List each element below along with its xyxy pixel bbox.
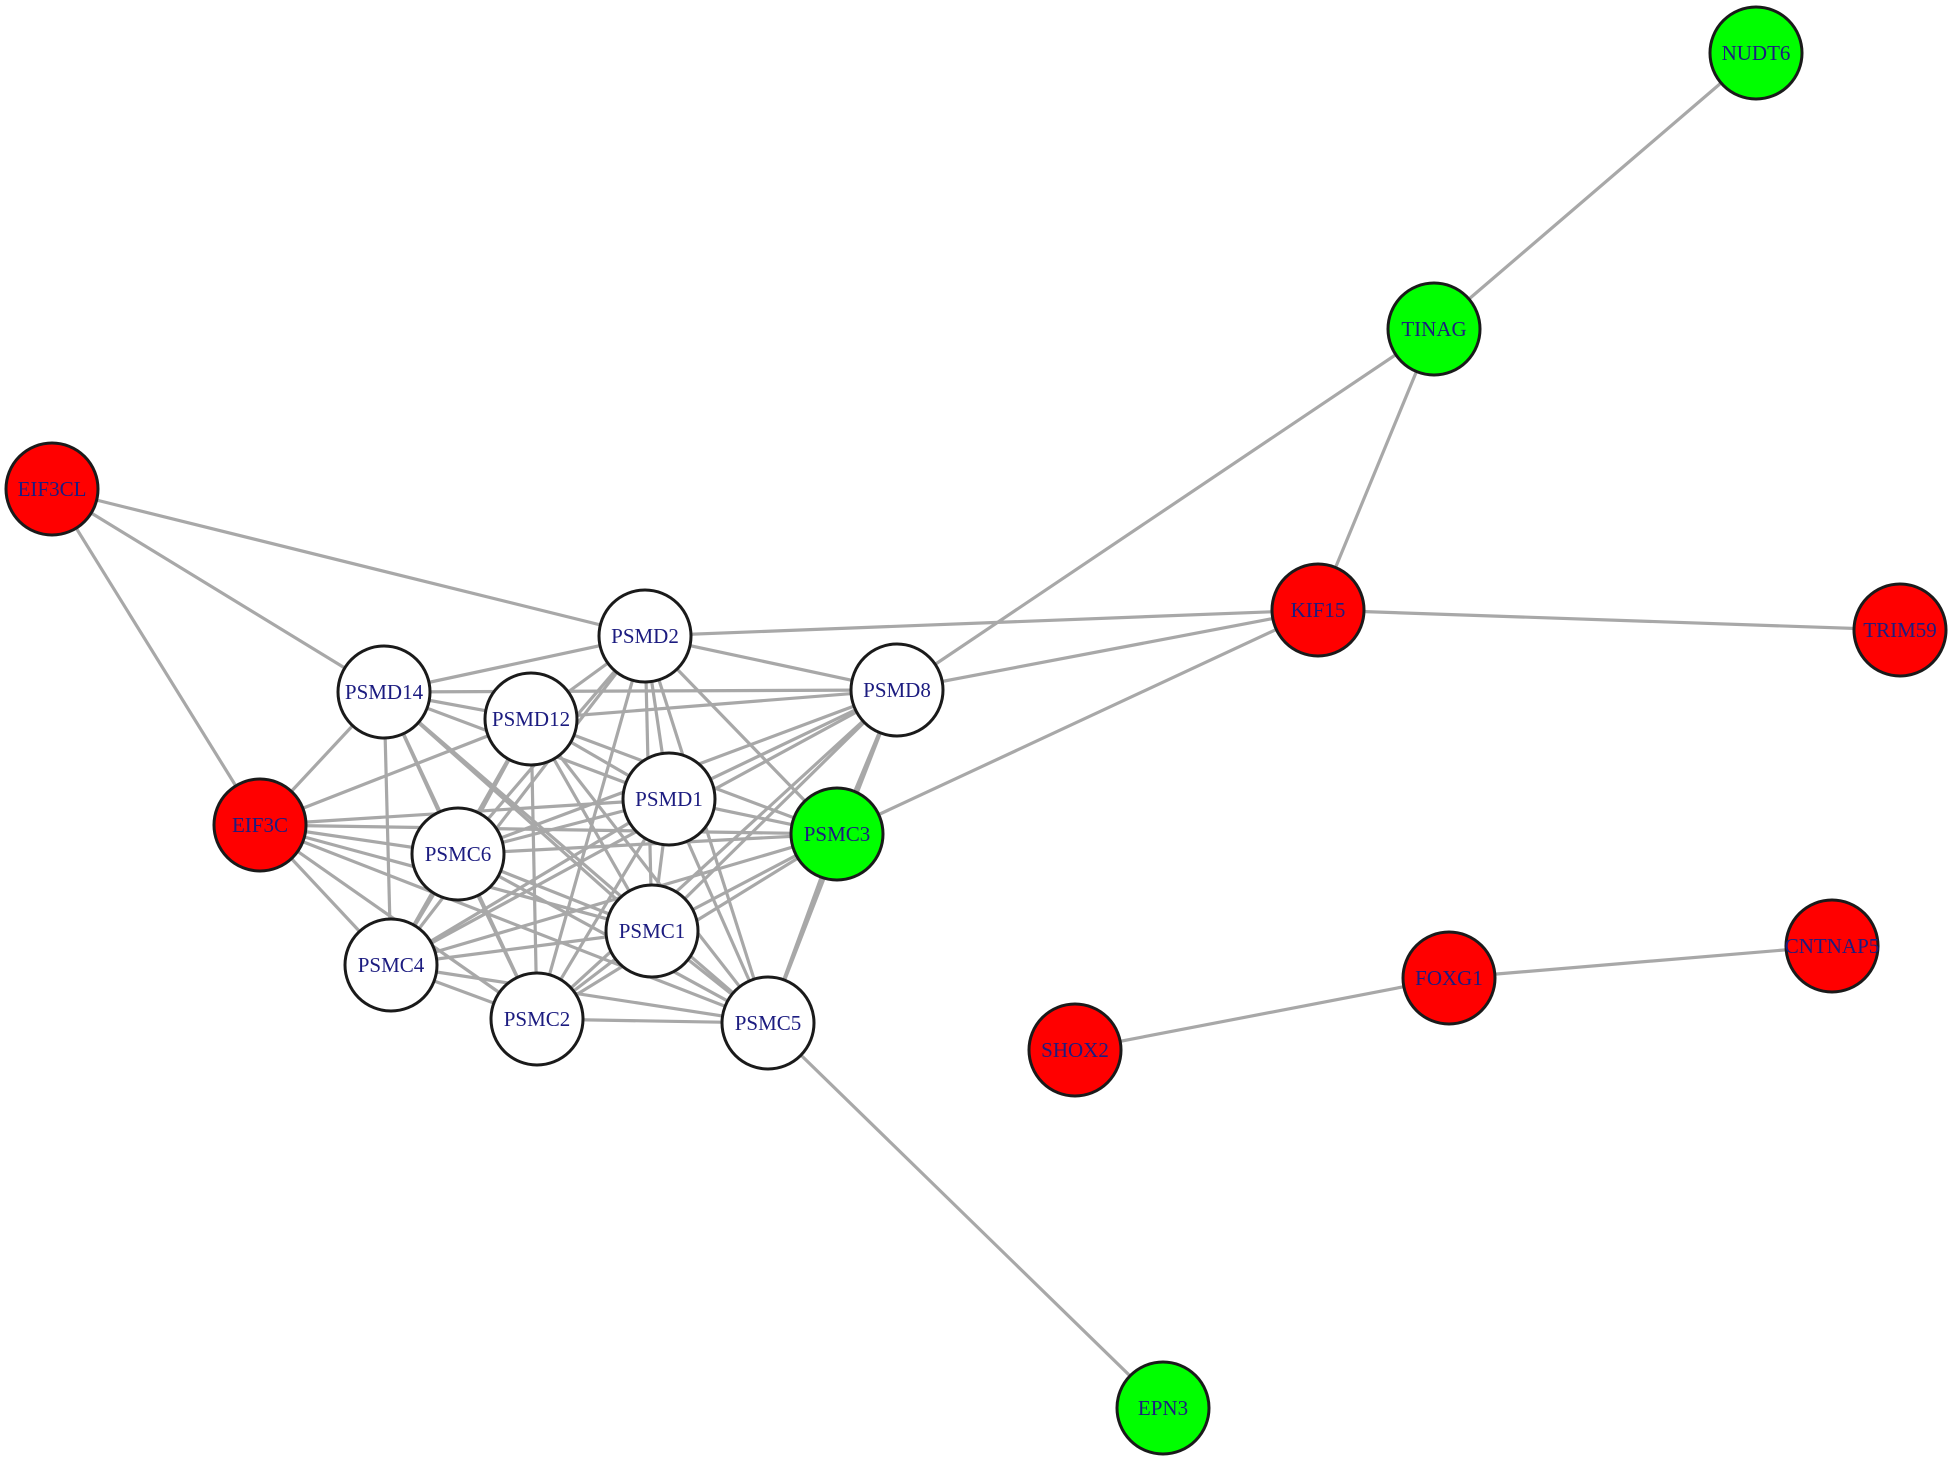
edge-nudt6-tinag — [1432, 51, 1758, 331]
node-layer: NUDT6TINAGEIF3CLKIF15TRIM59PSMD2PSMD14PS… — [4, 5, 1948, 1456]
node-circle — [849, 642, 945, 738]
node-circle — [1708, 5, 1804, 101]
node-psmc5[interactable]: PSMC5 — [720, 975, 816, 1071]
node-label: TRIM59 — [1863, 618, 1937, 642]
node-circle — [212, 777, 308, 873]
node-label: EPN3 — [1138, 1396, 1188, 1420]
node-label: FOXG1 — [1415, 966, 1483, 990]
node-label: PSMD8 — [863, 678, 931, 702]
node-label: PSMC5 — [735, 1011, 802, 1035]
node-trim59[interactable]: TRIM59 — [1852, 582, 1948, 678]
node-tinag[interactable]: TINAG — [1386, 281, 1482, 377]
node-psmc1[interactable]: PSMC1 — [604, 883, 700, 979]
node-cntnap5[interactable]: CNTNAP5 — [1784, 898, 1880, 994]
node-eif3cl[interactable]: EIF3CL — [4, 441, 100, 537]
edge-kif15-psmd8 — [896, 608, 1319, 692]
node-label: PSMC2 — [504, 1007, 571, 1031]
node-label: SHOX2 — [1041, 1038, 1109, 1062]
node-circle — [410, 806, 506, 902]
edge-tinag-psmd8 — [896, 327, 1435, 692]
node-label: EIF3C — [232, 813, 288, 837]
edge-kif15-psmd2 — [644, 608, 1319, 638]
node-shox2[interactable]: SHOX2 — [1027, 1002, 1123, 1098]
node-circle — [621, 751, 717, 847]
node-label: EIF3CL — [18, 477, 87, 501]
edge-kif15-psmc3 — [836, 608, 1319, 836]
node-nudt6[interactable]: NUDT6 — [1708, 5, 1804, 101]
edge-psmd12-psmc2 — [529, 718, 539, 1020]
node-circle — [720, 975, 816, 1071]
node-circle — [489, 971, 585, 1067]
node-label: PSMC3 — [804, 822, 871, 846]
node-circle — [1270, 562, 1366, 658]
node-kif15[interactable]: KIF15 — [1270, 562, 1366, 658]
node-eif3c[interactable]: EIF3C — [212, 777, 308, 873]
edge-layer — [50, 51, 1901, 1410]
node-circle — [1784, 898, 1880, 994]
node-label: PSMD1 — [635, 787, 703, 811]
edge-psmd12-eif3c — [259, 717, 532, 827]
node-circle — [1401, 930, 1497, 1026]
node-epn3[interactable]: EPN3 — [1115, 1360, 1211, 1456]
node-psmc3[interactable]: PSMC3 — [789, 786, 885, 882]
node-circle — [597, 588, 693, 684]
node-psmd14[interactable]: PSMD14 — [336, 644, 432, 740]
node-psmd1[interactable]: PSMD1 — [621, 751, 717, 847]
edge-psmd2-psmc2 — [535, 635, 647, 1020]
edge-psmd8-psmc1 — [650, 688, 899, 933]
node-psmd2[interactable]: PSMD2 — [597, 588, 693, 684]
edge-psmc3-psmc4 — [390, 832, 838, 967]
node-foxg1[interactable]: FOXG1 — [1401, 930, 1497, 1026]
edge-tinag-kif15 — [1316, 328, 1436, 611]
edge-eif3c-psmc5 — [259, 823, 769, 1025]
node-circle — [343, 917, 439, 1013]
node-psmd8[interactable]: PSMD8 — [849, 642, 945, 738]
node-psmd12[interactable]: PSMD12 — [483, 671, 579, 767]
node-circle — [1386, 281, 1482, 377]
edge-eif3cl-psmd14 — [51, 487, 385, 694]
node-psmc4[interactable]: PSMC4 — [343, 917, 439, 1013]
edge-eif3cl-psmd2 — [51, 487, 646, 638]
edge-psmd14-psmc5 — [382, 690, 770, 1025]
node-circle — [336, 644, 432, 740]
edge-psmd14-psmd8 — [383, 688, 898, 694]
node-label: NUDT6 — [1722, 41, 1791, 65]
node-circle — [604, 883, 700, 979]
node-circle — [483, 671, 579, 767]
node-circle — [1852, 582, 1948, 678]
node-circle — [4, 441, 100, 537]
node-label: CNTNAP5 — [1785, 934, 1880, 958]
node-psmc2[interactable]: PSMC2 — [489, 971, 585, 1067]
edge-psmd8-psmc2 — [535, 688, 899, 1021]
edge-foxg1-cntnap5 — [1448, 944, 1833, 980]
edge-psmd12-psmd8 — [530, 688, 898, 721]
edge-psmc4-psmc5 — [390, 963, 769, 1025]
node-circle — [1027, 1002, 1123, 1098]
edge-shox2-foxg1 — [1074, 976, 1450, 1052]
node-circle — [1115, 1360, 1211, 1456]
node-label: PSMC6 — [425, 842, 492, 866]
node-label: PSMD14 — [345, 680, 424, 704]
node-label: PSMD2 — [611, 624, 679, 648]
node-label: PSMC1 — [619, 919, 686, 943]
edge-eif3c-psmc3 — [259, 823, 838, 836]
node-circle — [789, 786, 885, 882]
node-label: KIF15 — [1291, 598, 1346, 622]
edge-psmc5-epn3 — [766, 1021, 1165, 1410]
edge-psmd12-psmc5 — [529, 718, 770, 1024]
edge-psmc3-psmc6 — [457, 832, 838, 856]
edge-kif15-trim59 — [1317, 608, 1901, 632]
node-label: TINAG — [1401, 317, 1466, 341]
node-label: PSMD12 — [492, 707, 570, 731]
node-label: PSMC4 — [358, 953, 425, 977]
node-psmc6[interactable]: PSMC6 — [410, 806, 506, 902]
edge-psmd2-psmc5 — [643, 635, 770, 1024]
edge-eif3cl-eif3c — [50, 488, 262, 826]
